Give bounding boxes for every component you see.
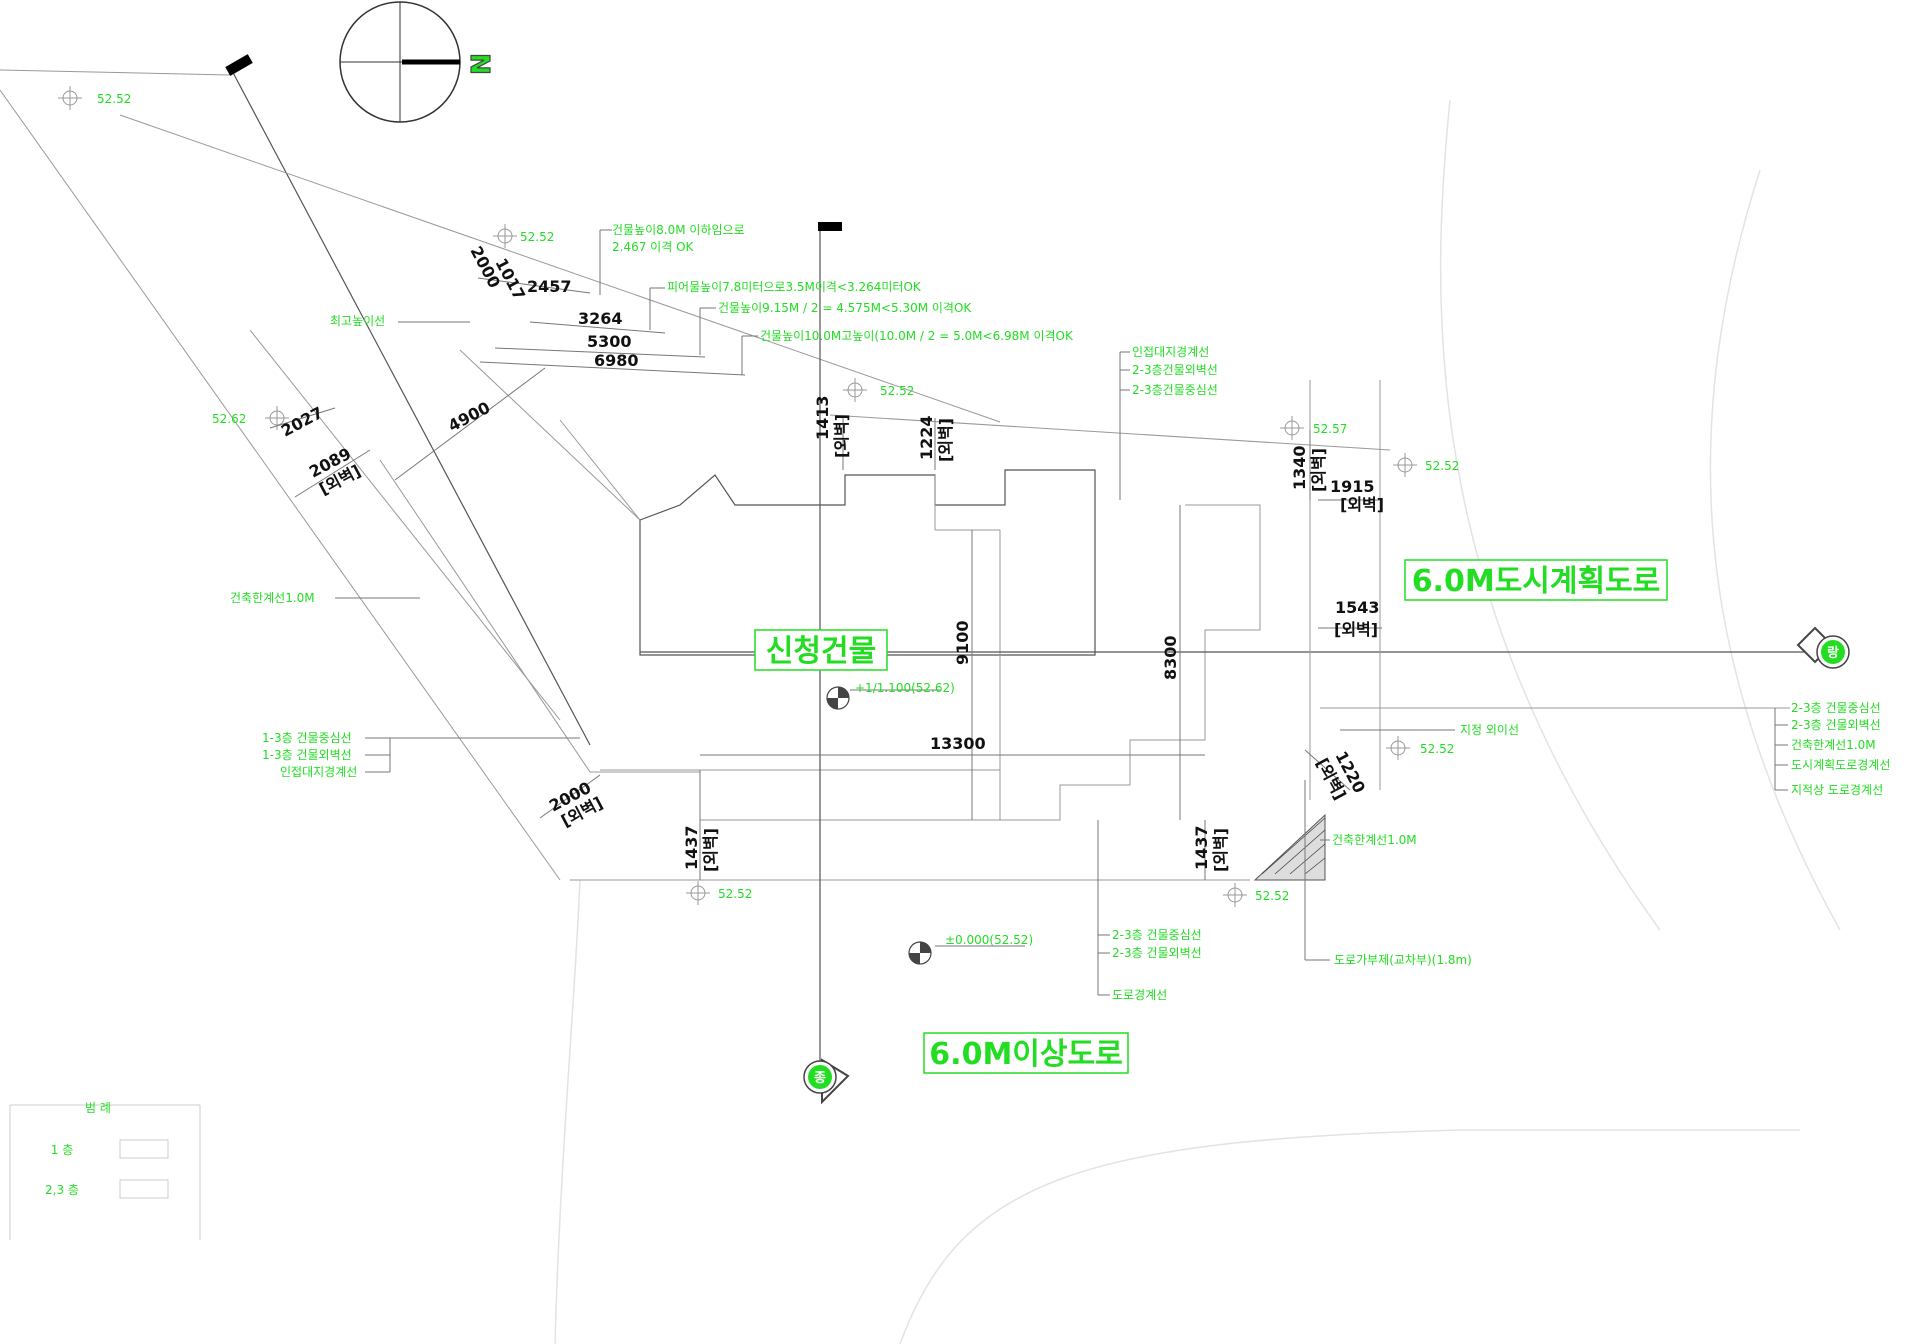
dim-1340-outer: [외벽]: [1309, 448, 1328, 492]
road-bottom-label: 6.0M이상도로: [929, 1037, 1122, 1072]
note-site-boundary-left: 인접대지경계선: [280, 765, 357, 779]
corner-cut-hatch: [1253, 813, 1326, 881]
background-road-curves: [554, 99, 1841, 1344]
building-outline: [570, 469, 1261, 881]
elevation-point: 52.52: [1386, 736, 1454, 760]
elevation-label: 52.52: [520, 230, 554, 244]
dim-1224: 1224: [917, 415, 936, 460]
dim-1437-left-outer: [외벽]: [701, 828, 720, 872]
legend-floor1-swatch: [119, 1139, 169, 1159]
north-arrow: N: [339, 1, 495, 123]
dim-6980: 6980: [594, 351, 639, 370]
elevation-point: 52.62: [212, 406, 289, 430]
annotation-notes: 건물높이8.0M 이하임으로 2.467 이격 OK 피어물높이7.8미터으로3…: [230, 223, 1890, 1002]
note-r-limit: 건축한계선1.0M: [1791, 738, 1876, 752]
elevation-point: 52.52: [843, 378, 914, 402]
note-r-outer: 2-3층 건물외벽선: [1791, 718, 1881, 732]
note-height-a: 건물높이8.0M 이하임으로: [612, 223, 745, 237]
elevation-label: 52.52: [1420, 742, 1454, 756]
dim-1915-outer: [외벽]: [1340, 495, 1384, 514]
dim-8300: 8300: [1161, 635, 1180, 680]
dim-2027: 2027: [278, 403, 326, 441]
elevation-label: 52.57: [1313, 422, 1347, 436]
axis-markers: 랑 종: [803, 626, 1850, 1105]
level-markers: +1/1.100(52.62) ±0.000(52.52): [826, 681, 1033, 965]
note-f13-center: 1-3층 건물중심선: [262, 731, 352, 745]
note-height-10: 건물높이10.0M고높이(10.0M / 2 = 5.0M<6.98M 이격OK: [760, 329, 1074, 343]
elevation-label: 52.52: [880, 384, 914, 398]
note-height-915: 건물높이9.15M / 2 = 4.575M<5.30M 이격OK: [718, 301, 972, 315]
elevation-label: 52.52: [1255, 889, 1289, 903]
note-f13-outer: 1-3층 건물외벽선: [262, 748, 352, 762]
dim-1437-right: 1437: [1192, 825, 1211, 870]
south-axis-marker: 종: [803, 1058, 850, 1105]
note-eave: 피어물높이7.8미터으로3.5M이격<3.264미터OK: [667, 280, 922, 294]
dim-3264: 3264: [578, 309, 623, 328]
note-road-boundary-bottom: 도로경계선: [1112, 988, 1167, 1002]
elevation-point: 52.52: [1223, 883, 1289, 907]
dim-2457: 2457: [527, 277, 572, 296]
east-axis-marker: 랑: [1796, 626, 1850, 669]
note-r-plan-road: 도시계획도로경계선: [1791, 758, 1890, 772]
building-label: 신청건물: [766, 634, 876, 669]
dim-1543-outer: [외벽]: [1334, 620, 1378, 639]
note-building-limit-left: 건축한계선1.0M: [230, 591, 315, 605]
level-plus-label: +1/1.100(52.62): [855, 681, 955, 695]
note-outer-2-3-top: 2-3층건물외벽선: [1132, 363, 1218, 377]
dim-13300: 13300: [930, 734, 986, 753]
note-max-height: 최고높이선: [330, 314, 385, 328]
note-r-center: 2-3층 건물중심선: [1791, 701, 1881, 715]
elevation-point: 52.52: [58, 86, 131, 110]
dim-1915: 1915: [1330, 477, 1375, 496]
big-labels: 신청건물 6.0M도시계획도로 6.0M이상도로: [754, 559, 1668, 1074]
note-center-2-3-top: 2-3층건물중심선: [1132, 383, 1218, 397]
elevation-markers: 52.52 52.52 52.52 52.57 52.52 52.62 52.5…: [58, 86, 1459, 907]
elevation-point: 52.52: [1393, 453, 1459, 477]
note-height-b: 2.467 이격 OK: [612, 240, 695, 254]
site-boundary-lines: [0, 54, 1391, 881]
elevation-point: 52.52: [686, 881, 752, 905]
dim-1437-right-outer: [외벽]: [1211, 828, 1230, 872]
dim-1543: 1543: [1335, 598, 1380, 617]
dim-9100: 9100: [953, 620, 972, 665]
south-marker-text: 종: [814, 1071, 826, 1086]
dimension-lines: [269, 277, 1382, 880]
north-letter: N: [464, 53, 494, 75]
dim-1437-left: 1437: [682, 825, 701, 870]
legend-title: 범 례: [85, 1101, 111, 1115]
note-r-current-road: 지적상 도로경계선: [1791, 783, 1883, 797]
elevation-label: 52.52: [718, 887, 752, 901]
legend-floor1-label: 1 층: [51, 1143, 74, 1157]
dim-4900: 4900: [445, 398, 493, 436]
legend-floor23-label: 2,3 층: [45, 1183, 79, 1197]
dim-1413-outer: [외벽]: [832, 414, 851, 458]
road-right-label: 6.0M도시계획도로: [1412, 564, 1661, 599]
note-f23-center-bottom: 2-3층 건물중심선: [1112, 928, 1202, 942]
dim-1224-outer: [외벽]: [936, 418, 955, 462]
note-center-outline: 지정 외이선: [1460, 723, 1519, 737]
elevation-label: 52.52: [97, 92, 131, 106]
legend: 범 례 1 층 2,3 층: [9, 1101, 201, 1240]
legend-floor23-swatch: [119, 1179, 169, 1199]
level-marker-upper: +1/1.100(52.62): [826, 681, 955, 710]
elevation-point: 52.57: [1280, 416, 1347, 440]
note-building-limit-right: 건축한계선1.0M: [1332, 833, 1417, 847]
elevation-label: 52.52: [1425, 459, 1459, 473]
level-marker-lower: ±0.000(52.52): [908, 933, 1033, 965]
dim-1340: 1340: [1290, 445, 1309, 490]
note-f23-outer-bottom: 2-3층 건물외벽선: [1112, 946, 1202, 960]
elevation-label: 52.62: [212, 412, 246, 426]
dim-1413: 1413: [813, 395, 832, 440]
level-zero-label: ±0.000(52.52): [945, 933, 1033, 947]
note-leaders: [335, 229, 1788, 996]
note-corner-cut: 도로가부제(교차부)(1.8m): [1334, 953, 1472, 967]
elevation-point: 52.52: [493, 224, 554, 248]
dim-5300: 5300: [587, 332, 632, 351]
note-site-boundary-top: 인접대지경계선: [1132, 345, 1209, 359]
east-marker-text: 랑: [1827, 646, 1839, 661]
